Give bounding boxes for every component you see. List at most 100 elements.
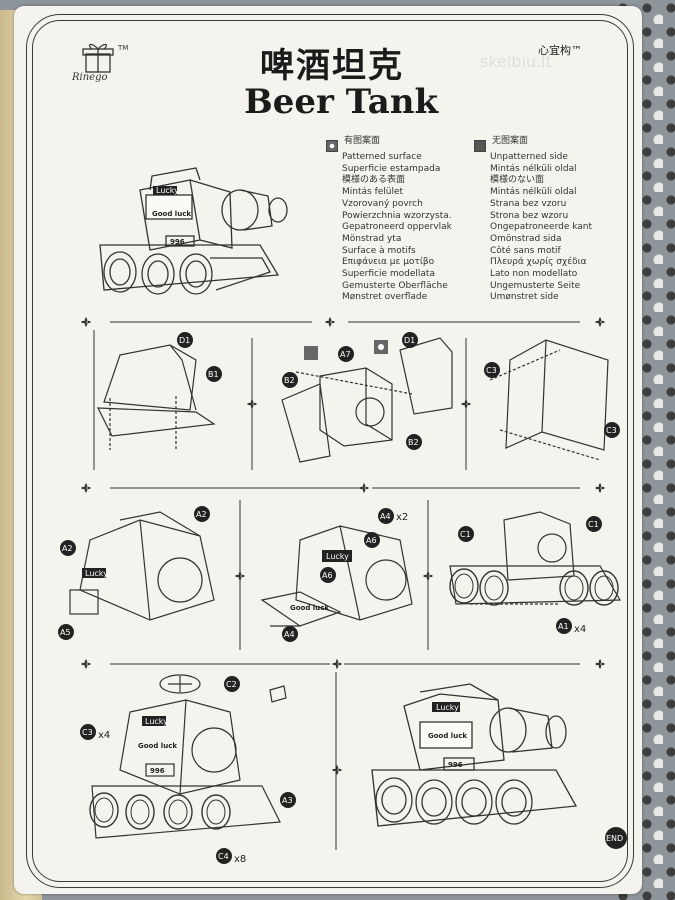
- unpatterned-marker-icon: [304, 346, 318, 360]
- part-label: C1: [588, 520, 599, 529]
- step-4-diagram: [69, 511, 215, 621]
- part-label: A1: [558, 622, 569, 631]
- legend-unpatterned-line: 无图案面: [492, 136, 529, 146]
- fleur-ornament-icon: [461, 399, 471, 409]
- final-lucky-plate: [432, 702, 460, 712]
- part-tag-a7: [338, 346, 354, 362]
- legend-unpatterned-line: Πλευρά χωρίς σχέδια: [490, 257, 587, 268]
- step5-goodluck-text: Good luck: [290, 604, 329, 612]
- fleur-ornament-icon: [235, 571, 245, 581]
- legend-patterned-line: Mönstrad yta: [342, 233, 402, 244]
- title-chinese: 啤酒坦克: [260, 46, 404, 86]
- part-label: B2: [284, 376, 295, 385]
- fleur-ornament-icon: [359, 483, 369, 493]
- part-tag-c4: [216, 848, 232, 864]
- step-2-diagram: [281, 337, 453, 463]
- count-label: x8: [234, 854, 246, 865]
- part-label: B2: [408, 438, 419, 447]
- hero-tank-illustration: [99, 167, 288, 295]
- part-label: A2: [196, 510, 207, 519]
- legend-patterned-line: Επιφάνεια με μοτίβο: [342, 257, 435, 268]
- part-label: C3: [606, 426, 617, 435]
- step-1-diagram: [97, 344, 216, 450]
- legend-patterned-line: Mønstret overflade: [342, 292, 428, 303]
- hero-goodluck-text: Good luck: [152, 210, 191, 218]
- legend-unpatterned-line: Ongepatroneerde kant: [490, 222, 593, 233]
- part-tag-c1: [586, 516, 602, 532]
- part-label: A6: [322, 571, 333, 580]
- step5-lucky-plate: [322, 550, 352, 562]
- count-label: x2: [396, 512, 408, 523]
- legend-patterned-line: Gemusterte Oberfläche: [342, 280, 448, 291]
- end-label: END: [606, 834, 623, 843]
- part-tag-c3: [604, 422, 620, 438]
- final-tank-illustration: [371, 683, 578, 827]
- part-label: D1: [179, 336, 190, 345]
- part-tag-d1: [402, 332, 418, 348]
- divider-row-3: [110, 663, 580, 850]
- legend-patterned: 有图案面 Patterned surface Superficie estamp…: [326, 136, 452, 304]
- fleur-ornament-icon: [595, 659, 605, 669]
- legend-unpatterned: 无图案面 Unpatterned side Mintás nélküli old…: [474, 136, 592, 304]
- part-label: C1: [460, 530, 471, 539]
- step4-lucky-text: Lucky: [85, 569, 108, 578]
- part-label: A3: [282, 796, 293, 805]
- count-label: x4: [574, 624, 586, 635]
- part-tag-c3: [80, 724, 96, 740]
- logo-trademark: TM: [118, 44, 129, 52]
- step7-plate-text: 996: [150, 767, 165, 775]
- part-label: B1: [208, 370, 219, 379]
- legend-unpatterned-line: Umønstret side: [490, 292, 559, 303]
- hero-lucky-text: Lucky: [156, 186, 179, 195]
- part-tag-b2: [282, 372, 298, 388]
- legend-patterned-line: 有图案面: [344, 136, 381, 146]
- legend-unpatterned-line: Strana bez vzoru: [490, 198, 567, 209]
- legend-patterned-line: 模様のある表面: [342, 175, 406, 186]
- legend-unpatterned-line: Mintás nélküli oldal: [490, 187, 577, 198]
- legend-unpatterned-line: Unpatterned side: [490, 152, 568, 162]
- part-tag-a4: [282, 626, 298, 642]
- legend-patterned-line: Patterned surface: [342, 152, 422, 162]
- part-tag-a2: [194, 506, 210, 522]
- legend-unpatterned-line: Mintás nélküli oldal: [490, 163, 577, 174]
- part-tag-a5: [58, 624, 74, 640]
- fleur-ornament-icon: [595, 317, 605, 327]
- brand-chinese: 心宜构™: [538, 44, 582, 57]
- final-plate-text: 996: [448, 761, 463, 769]
- part-tag-c1: [458, 526, 474, 542]
- part-label: C3: [486, 366, 497, 375]
- part-label: C3: [82, 728, 93, 737]
- part-label: C2: [226, 680, 237, 689]
- fleur-ornament-icon: [595, 483, 605, 493]
- legend-patterned-line: Gepatroneerd oppervlak: [342, 222, 452, 233]
- patterned-swatch-icon: [326, 140, 338, 152]
- part-label: C4: [218, 852, 229, 861]
- legend-unpatterned-line: Omönstrad sida: [490, 233, 562, 244]
- legend-patterned-line: Superficie estampada: [342, 163, 441, 174]
- part-label: A4: [380, 512, 391, 521]
- fleur-ornament-icon: [81, 483, 91, 493]
- fleur-ornament-icon: [247, 399, 257, 409]
- fleur-ornament-icon: [325, 317, 335, 327]
- part-tag-a6: [320, 567, 336, 583]
- sheet-frame-outer: [26, 14, 634, 888]
- legend-patterned-line: Superficie modellata: [342, 269, 435, 280]
- step7-lucky-text: Lucky: [145, 717, 168, 726]
- legend-unpatterned-line: Ungemusterte Seite: [490, 280, 581, 291]
- end-badge: [605, 827, 627, 849]
- part-tag-b2: [406, 434, 422, 450]
- legend-patterned-line: Vzorovaný povrch: [342, 198, 423, 209]
- final-lucky-text: Lucky: [436, 703, 459, 712]
- part-label: D1: [404, 336, 415, 345]
- title-english: Beer Tank: [244, 82, 439, 122]
- part-tag-c2: [224, 676, 240, 692]
- sheet-frame-inner: [32, 20, 628, 882]
- fleur-ornament-icon: [81, 659, 91, 669]
- instruction-sheet: [14, 6, 642, 894]
- count-label: x4: [98, 730, 110, 741]
- watermark-text: skelbiu.lt: [480, 52, 552, 71]
- legend-unpatterned-line: 模様のない面: [490, 175, 545, 186]
- divider-row-1: [93, 321, 580, 470]
- step-7-diagram: [89, 674, 287, 839]
